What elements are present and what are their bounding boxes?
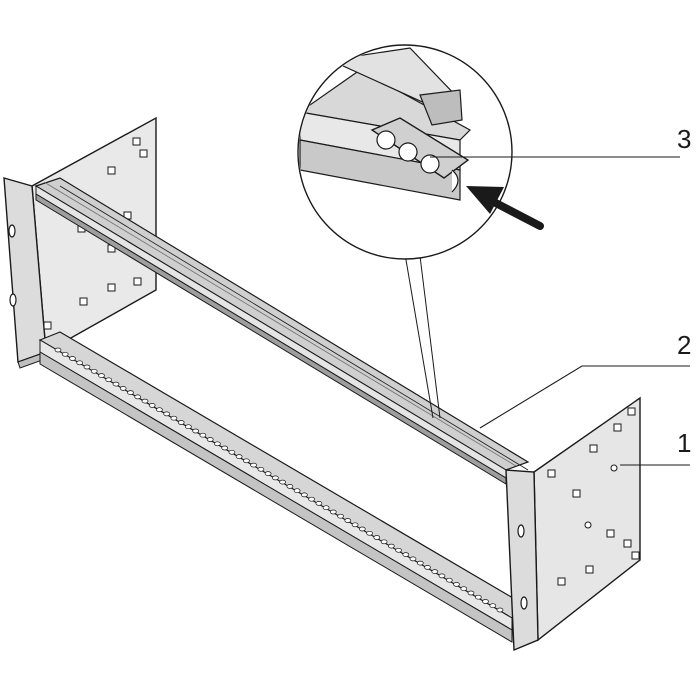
perforation-hole <box>221 445 229 451</box>
perforation-hole <box>438 573 446 579</box>
rail-perforations <box>54 347 504 613</box>
perforation-hole <box>156 407 163 413</box>
perforation-hole <box>293 488 301 494</box>
perforation-hole <box>98 373 105 378</box>
perforation-hole <box>409 556 417 562</box>
callout-label-1: 1 <box>677 428 691 458</box>
perforation-hole <box>387 543 395 549</box>
perforation-hole <box>424 565 431 570</box>
perforation-hole <box>228 449 236 455</box>
perforation-hole <box>163 411 171 417</box>
perforation-hole <box>416 560 424 566</box>
perforation-hole <box>315 501 323 506</box>
perforation-hole <box>344 518 352 523</box>
perforation-hole <box>380 539 388 545</box>
perforation-hole <box>76 360 84 366</box>
perforation-hole <box>322 505 330 511</box>
bottom-rail <box>38 331 532 643</box>
inserted-strip <box>370 117 470 179</box>
perforation-hole <box>489 603 497 609</box>
perforation-hole <box>105 377 113 383</box>
perforation-hole <box>141 398 149 404</box>
perforation-hole <box>54 347 62 353</box>
perforation-hole <box>83 364 91 370</box>
perforation-hole <box>250 462 257 468</box>
perforation-hole <box>243 458 250 464</box>
detail-view <box>297 44 544 419</box>
perforation-hole <box>366 530 373 536</box>
arrow-icon <box>466 186 544 230</box>
top-rail <box>34 177 530 485</box>
perforation-hole <box>61 351 69 357</box>
callout-label-3: 3 <box>677 124 691 154</box>
perforation-hole <box>301 492 308 498</box>
perforation-hole <box>431 569 439 574</box>
perforation-hole <box>474 594 482 600</box>
perforation-hole <box>90 368 98 374</box>
perforation-hole <box>337 513 344 519</box>
perforation-hole <box>272 475 279 481</box>
perforation-hole <box>460 586 468 592</box>
perforation-hole <box>308 496 315 502</box>
perforation-hole <box>482 599 489 604</box>
perforation-hole <box>496 607 504 613</box>
callout-2-leader <box>479 365 690 429</box>
perforation-hole <box>453 582 460 587</box>
right-side-panel <box>533 396 641 642</box>
perforation-hole <box>119 386 127 391</box>
perforation-hole <box>206 437 214 442</box>
perforation-hole <box>185 424 192 430</box>
perforation-hole <box>402 552 410 557</box>
perforation-hole <box>192 428 200 434</box>
perforation-hole <box>134 394 142 400</box>
detail-pointer-line <box>419 255 441 419</box>
perforation-hole <box>257 466 265 472</box>
perforation-hole <box>214 441 221 447</box>
perforation-hole <box>264 471 272 476</box>
perforation-hole <box>445 577 453 583</box>
perforation-hole <box>148 403 156 408</box>
callout-label-2: 2 <box>677 330 691 360</box>
perforation-hole <box>235 454 243 459</box>
perforation-hole <box>112 381 120 387</box>
perforation-hole <box>170 415 178 421</box>
callout-leaders <box>430 156 690 466</box>
perforation-hole <box>127 390 134 395</box>
perforation-hole <box>177 420 185 425</box>
perforation-hole <box>467 590 475 596</box>
perforation-hole <box>395 547 402 553</box>
perforation-hole <box>286 484 294 489</box>
detail-pointer-line <box>404 253 434 419</box>
right-front-flange <box>505 469 539 652</box>
perforation-hole <box>351 522 359 528</box>
perforation-hole <box>69 356 76 361</box>
perforation-hole <box>373 535 381 540</box>
perforation-hole <box>279 479 286 485</box>
perforation-hole <box>199 432 207 438</box>
perforation-hole <box>329 509 337 515</box>
perforation-hole <box>358 526 366 532</box>
